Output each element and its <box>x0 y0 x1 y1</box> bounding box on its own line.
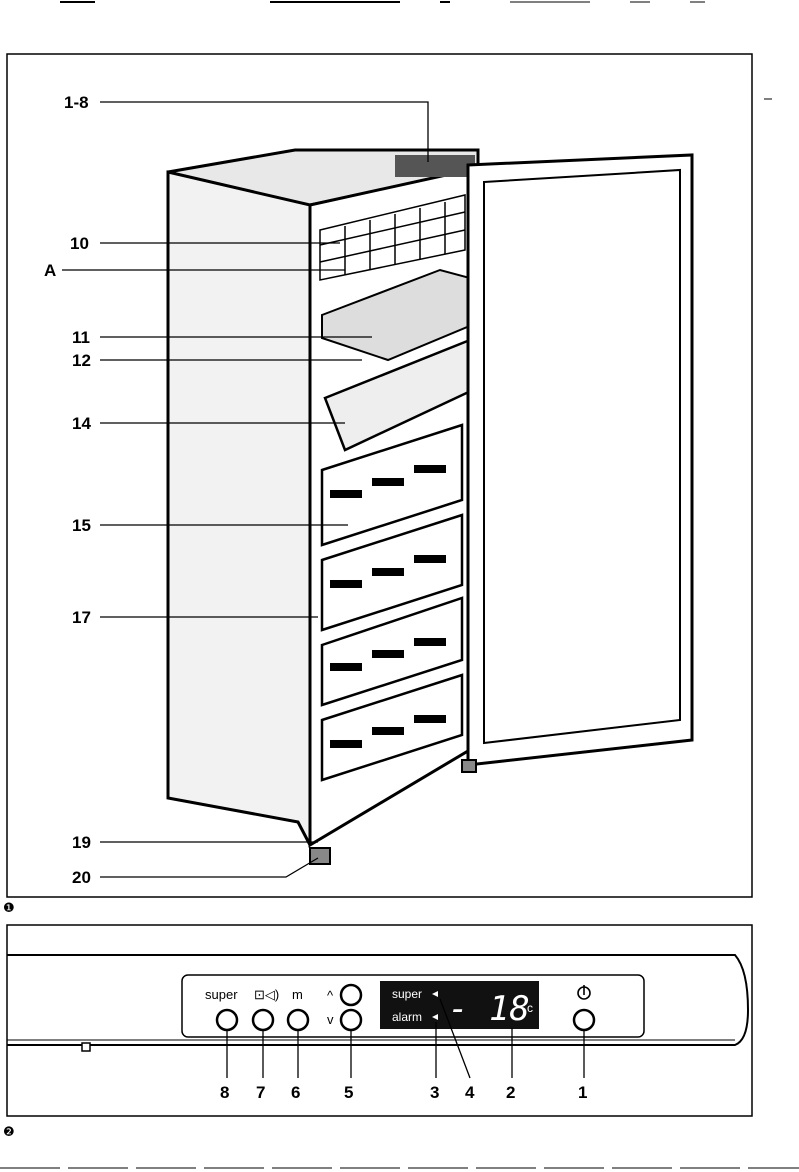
callout-11: 11 <box>72 328 90 347</box>
freezer-door <box>468 155 692 765</box>
menu-button[interactable] <box>288 1010 308 1030</box>
callout-5: 5 <box>344 1083 353 1102</box>
display-alarm-text: alarm <box>392 1010 422 1024</box>
control-strip <box>395 155 475 177</box>
callout-8: 8 <box>220 1083 229 1102</box>
panel-clip <box>82 1043 90 1051</box>
super-label: super <box>205 987 238 1002</box>
down-arrow-label: v <box>327 1012 334 1027</box>
figure-2-marker: ❷ <box>3 1125 15 1140</box>
callout-a: A <box>44 261 56 280</box>
m-label: m <box>292 987 303 1002</box>
power-button[interactable] <box>574 1010 594 1030</box>
display-unit: c <box>527 1001 533 1015</box>
temp-up-button[interactable] <box>341 985 361 1005</box>
callout-1-8: 1-8 <box>64 93 89 112</box>
figure-1: 1-8 10 A 11 12 14 15 17 19 20 ❶ <box>3 54 752 916</box>
display-super-text: super <box>392 987 422 1001</box>
super-button[interactable] <box>217 1010 237 1030</box>
callout-4: 4 <box>465 1083 475 1102</box>
figure-1-callout-labels: 1-8 10 A 11 12 14 15 17 19 20 <box>44 93 91 887</box>
alarm-mute-icon: ⊡◁) <box>254 987 279 1002</box>
callout-12: 12 <box>72 351 91 370</box>
display-temperature-value: - 18 <box>448 989 530 1029</box>
callout-20: 20 <box>72 868 91 887</box>
callout-3: 3 <box>430 1083 439 1102</box>
callout-10: 10 <box>70 234 89 253</box>
callout-15: 15 <box>72 516 91 535</box>
callout-2: 2 <box>506 1083 515 1102</box>
callout-19: 19 <box>72 833 91 852</box>
callout-7: 7 <box>256 1083 265 1102</box>
figure-2-callout-labels: 8 7 6 5 3 4 2 1 <box>220 1083 587 1102</box>
figure-2: super ⊡◁) m ^ v super alarm - 18 c <box>3 925 752 1140</box>
callout-1: 1 <box>578 1083 587 1102</box>
temp-down-button[interactable] <box>341 1010 361 1030</box>
up-arrow-label: ^ <box>327 988 334 1003</box>
alarm-off-button[interactable] <box>253 1010 273 1030</box>
callout-17: 17 <box>72 608 91 627</box>
figure-1-marker: ❶ <box>3 901 15 916</box>
callout-14: 14 <box>72 414 91 433</box>
callout-6: 6 <box>291 1083 300 1102</box>
scan-artifacts <box>60 2 772 99</box>
